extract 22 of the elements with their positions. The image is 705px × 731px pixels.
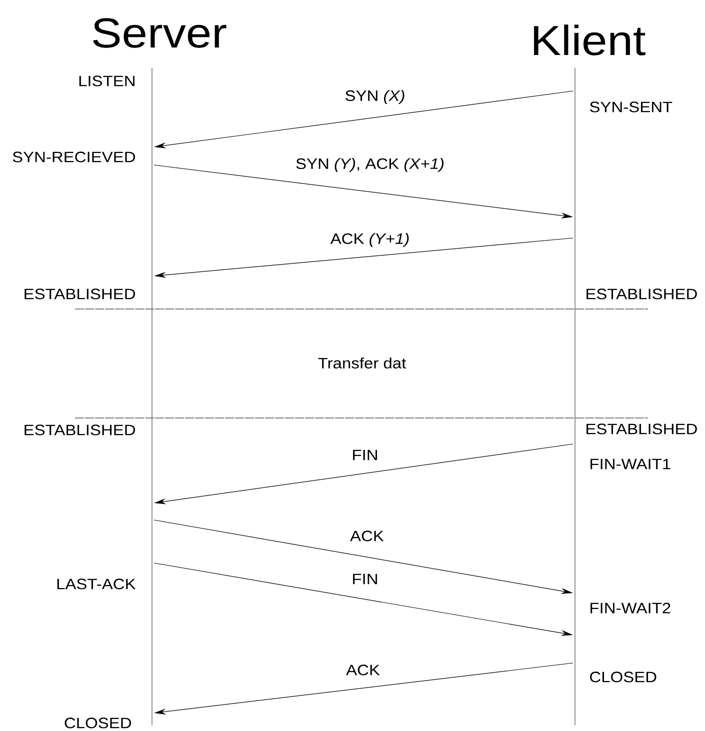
state-label: LAST-ACK (57, 578, 136, 590)
edge-label: ACK (349, 530, 385, 542)
state-label: Transfer dat (318, 358, 406, 368)
state-label: CLOSED (590, 672, 656, 682)
edge-label: FIN (350, 448, 380, 462)
edge-label: ACK (345, 664, 381, 676)
edge-label: ACK (Y+1) (329, 232, 411, 248)
state-label: ESTABLISHED (586, 288, 697, 300)
state-label: SYN-SENT (590, 102, 672, 112)
state-label: LISTEN (79, 76, 134, 86)
state-label: ESTABLISHED (24, 288, 135, 300)
state-label: CLOSED (64, 718, 131, 728)
state-label: FIN-WAIT2 (590, 602, 670, 614)
edge-label: SYN (X) (344, 89, 406, 105)
lifeline-heading: Klient (534, 24, 646, 56)
state-label: FIN-WAIT1 (590, 458, 670, 470)
lifeline-heading: Server (93, 18, 226, 48)
state-label: ESTABLISHED (24, 424, 135, 436)
state-label: ESTABLISHED (586, 424, 697, 434)
edge-label: SYN (Y), ACK (X+1) (294, 157, 446, 173)
edge-label: FIN (350, 572, 380, 586)
state-label: SYN-RECIEVED (12, 152, 135, 162)
